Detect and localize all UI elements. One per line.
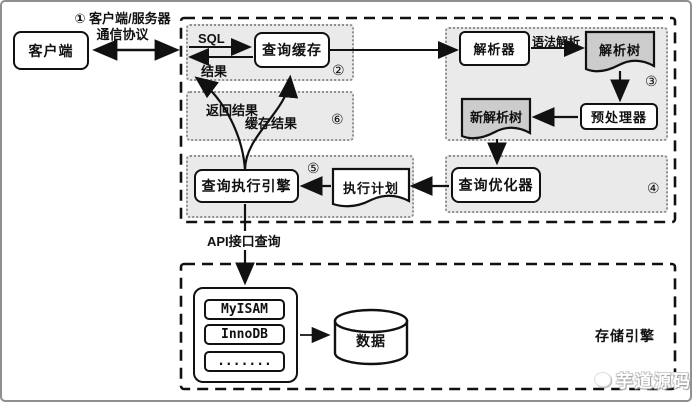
data-store-label: 数据: [356, 333, 386, 349]
client-label: 客户端: [28, 42, 74, 59]
step-3-badge: ③: [645, 75, 658, 90]
exec-plan-doc-shape: [331, 167, 411, 208]
step-4-badge: ④: [647, 182, 660, 197]
protocol-label: ① 客户端/服务器 通信协议: [60, 11, 185, 43]
parser-box: 解析器: [459, 31, 530, 66]
query-optimizer-label: 查询优化器: [458, 177, 534, 193]
storage-dashed-box: [179, 262, 677, 391]
sql-label: SQL: [198, 31, 225, 46]
data-cylinder-top: [333, 308, 409, 334]
return-result-label: 返回结果: [206, 103, 259, 118]
cache-result-curve: [243, 74, 299, 171]
region-optimizer: [445, 155, 668, 213]
engine-item-innodb: InnoDB: [204, 324, 285, 345]
watermark: 芋道源码: [562, 365, 692, 393]
region-return-result: [186, 91, 354, 141]
return-result-curve: [194, 76, 247, 171]
exec-plan-label: 执行计划: [342, 181, 399, 196]
parser-label: 解析器: [473, 42, 516, 57]
other-engines-label: .......: [217, 354, 272, 369]
parse-tree-doc-shape: [584, 30, 656, 73]
result-label: 结果: [201, 64, 228, 79]
protocol-label-line1: ① 客户端/服务器: [74, 11, 171, 26]
myisam-label: MyISAM: [221, 302, 268, 317]
new-parse-tree-label: 新解析树: [469, 110, 522, 125]
step-5-badge: ⑤: [307, 162, 320, 177]
preprocessor-box: 预处理器: [580, 103, 658, 130]
query-optimizer-box: 查询优化器: [451, 167, 541, 203]
innodb-label: InnoDB: [221, 327, 268, 342]
protocol-label-line2: 通信协议: [96, 27, 149, 42]
step-6-badge: ⑥: [331, 113, 344, 128]
engine-item-myisam: MyISAM: [204, 299, 285, 320]
watermark-logo-icon: [594, 371, 611, 387]
query-exec-engine-box: 查询执行引擎: [194, 169, 299, 203]
parse-tree-label: 解析树: [598, 43, 641, 58]
new-parse-tree-doc-shape: [460, 97, 532, 140]
storage-engine-label: 存储引擎: [595, 328, 655, 344]
watermark-text: 芋道源码: [616, 371, 692, 391]
api-query-label: API接口查询: [205, 231, 283, 250]
query-cache-box: 查询缓存: [254, 32, 330, 68]
engine-item-others: .......: [204, 351, 285, 372]
preprocessor-label: 预处理器: [590, 110, 647, 125]
cache-result-label: 缓存结果: [245, 116, 298, 131]
query-cache-label: 查询缓存: [262, 42, 322, 58]
client-box: 客户端: [13, 31, 89, 70]
syntax-parse-label: 语法解析: [532, 35, 581, 49]
query-exec-engine-label: 查询执行引擎: [201, 178, 292, 194]
server-dashed-box: [179, 16, 677, 224]
step-2-badge: ②: [332, 64, 345, 79]
